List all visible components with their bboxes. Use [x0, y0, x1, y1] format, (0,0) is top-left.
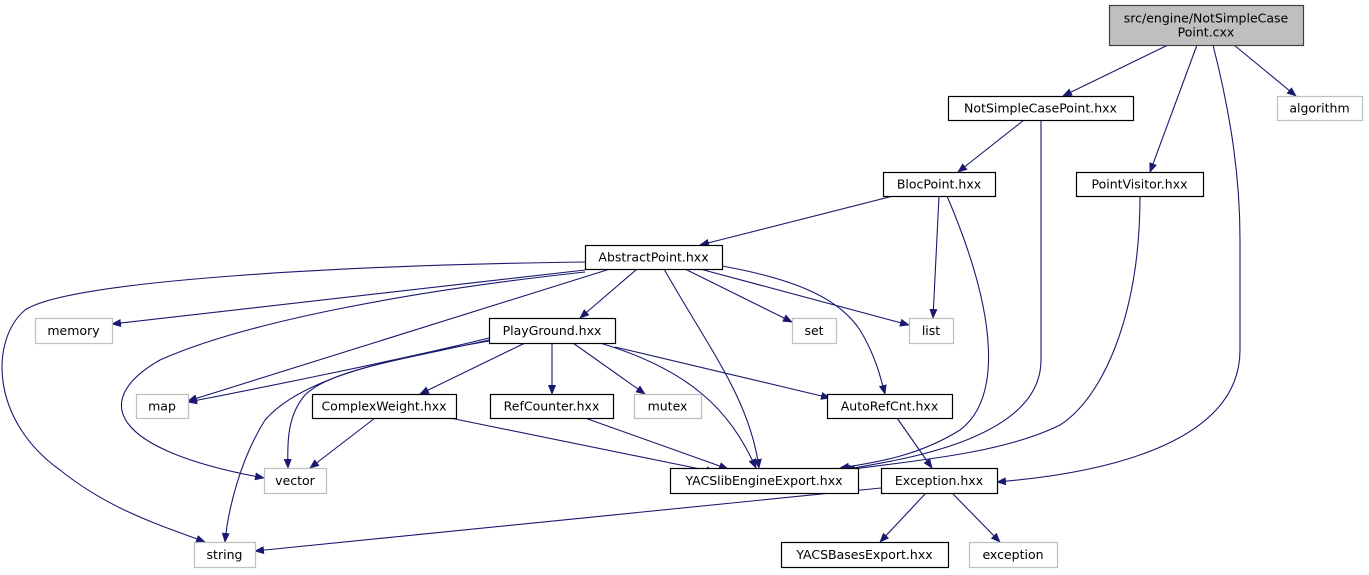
node-box — [780, 541, 950, 569]
node-box — [311, 393, 458, 420]
node-list: list — [908, 317, 955, 345]
edge-abstract-to-string — [1, 261, 586, 543]
edge-abstract-to-autoref — [721, 265, 887, 395]
edge-complex-to-vector — [309, 417, 376, 469]
node-box — [193, 541, 257, 569]
edge-playground-to-string — [221, 340, 490, 543]
node-label: string — [207, 547, 243, 562]
node-label: algorithm — [1289, 101, 1349, 116]
node-label: set — [804, 323, 823, 338]
node-label: ComplexWeight.hxx — [321, 399, 446, 414]
node-label: PointVisitor.hxx — [1091, 177, 1187, 192]
node-label: src/engine/NotSimpleCase — [1124, 11, 1289, 26]
node-box — [633, 393, 703, 420]
node-label: NotSimpleCasePoint.hxx — [964, 101, 1117, 116]
node-label: AutoRefCnt.hxx — [841, 399, 938, 414]
edge-abstract-to-set — [684, 268, 793, 323]
node-box — [584, 244, 724, 271]
node-yacsbases[interactable]: YACSBasesExport.hxx — [780, 541, 950, 569]
node-box — [791, 317, 838, 345]
node-memory: memory — [34, 317, 114, 345]
node-visitor[interactable]: PointVisitor.hxx — [1075, 171, 1205, 198]
node-box — [669, 467, 860, 495]
node-label: mutex — [648, 399, 688, 414]
node-box — [947, 95, 1135, 122]
node-box — [34, 317, 114, 345]
edge-exception_hxx-to-string — [254, 487, 882, 555]
node-label: map — [148, 399, 176, 414]
edge-complex-to-yacslib — [449, 417, 716, 475]
edge-abstract-to-list — [699, 268, 910, 327]
node-mutex: mutex — [633, 393, 703, 420]
node-box — [1075, 171, 1205, 198]
edge-bloc-to-abstract — [699, 195, 894, 247]
node-box — [882, 171, 997, 198]
node-autoref[interactable]: AutoRefCnt.hxx — [826, 393, 954, 420]
node-complex[interactable]: ComplexWeight.hxx — [311, 393, 458, 420]
node-label: Point.cxx — [1178, 25, 1235, 40]
node-label: Exception.hxx — [895, 473, 983, 488]
edge-abstract-to-vector — [121, 271, 586, 481]
edge-root-to-nscp — [1062, 44, 1169, 97]
node-box — [968, 541, 1059, 569]
edge-nscp-to-bloc — [957, 119, 1025, 173]
node-bloc[interactable]: BlocPoint.hxx — [882, 171, 997, 198]
edge-exception_hxx-to-exception — [951, 492, 1001, 543]
node-box — [489, 393, 615, 420]
edge-root-to-visitor — [1149, 44, 1198, 173]
node-box — [826, 393, 954, 420]
edge-bloc-to-yacslib — [839, 195, 990, 471]
edge-playground-to-complex — [419, 342, 526, 395]
node-vector: vector — [263, 467, 328, 495]
node-label: RefCounter.hxx — [504, 399, 600, 414]
node-box — [880, 467, 999, 495]
edge-bloc-to-list — [929, 195, 940, 319]
edge-playground-to-map — [187, 337, 490, 405]
edge-exception_hxx-to-yacsbases — [879, 492, 927, 543]
edge-abstract-to-memory — [111, 269, 586, 327]
node-label: memory — [47, 323, 100, 338]
node-nscp[interactable]: NotSimpleCasePoint.hxx — [947, 95, 1135, 122]
node-string: string — [193, 541, 257, 569]
edge-root-to-exception_hxx — [996, 44, 1241, 486]
node-box — [1108, 4, 1305, 47]
node-exception_hxx[interactable]: Exception.hxx — [880, 467, 999, 495]
node-box — [908, 317, 955, 345]
node-box — [263, 467, 328, 495]
edge-playground-to-autoref — [614, 346, 831, 400]
node-abstract[interactable]: AbstractPoint.hxx — [584, 244, 724, 271]
node-set: set — [791, 317, 838, 345]
node-root[interactable]: src/engine/NotSimpleCasePoint.cxx — [1108, 4, 1305, 47]
edge-autoref-to-exception_hxx — [896, 417, 933, 469]
node-playground[interactable]: PlayGround.hxx — [488, 317, 617, 345]
node-yacslib[interactable]: YACSlibEngineExport.hxx — [669, 467, 860, 495]
edge-root-to-algorithm — [1233, 44, 1297, 97]
node-box — [135, 393, 190, 420]
node-label: YACSlibEngineExport.hxx — [685, 473, 843, 488]
edge-playground-to-mutex — [572, 342, 646, 395]
edge-abstract-to-map — [187, 268, 611, 403]
node-label: exception — [982, 547, 1043, 562]
edge-nscp-to-yacslib — [841, 120, 1042, 473]
node-label: BlocPoint.hxx — [897, 177, 981, 192]
node-label: list — [922, 323, 940, 338]
node-label: vector — [275, 473, 316, 488]
edge-refcounter-to-yacslib — [584, 417, 729, 470]
edge-abstract-to-playground — [579, 268, 638, 319]
node-algorithm: algorithm — [1276, 95, 1364, 122]
node-exception: exception — [968, 541, 1059, 569]
node-label: PlayGround.hxx — [503, 323, 602, 338]
node-box — [488, 317, 617, 345]
node-box — [1276, 95, 1364, 122]
node-label: YACSBasesExport.hxx — [795, 547, 932, 562]
node-map: map — [135, 393, 190, 420]
node-label: AbstractPoint.hxx — [598, 250, 708, 265]
edge-visitor-to-yacslib — [845, 195, 1141, 473]
node-refcounter[interactable]: RefCounter.hxx — [489, 393, 615, 420]
